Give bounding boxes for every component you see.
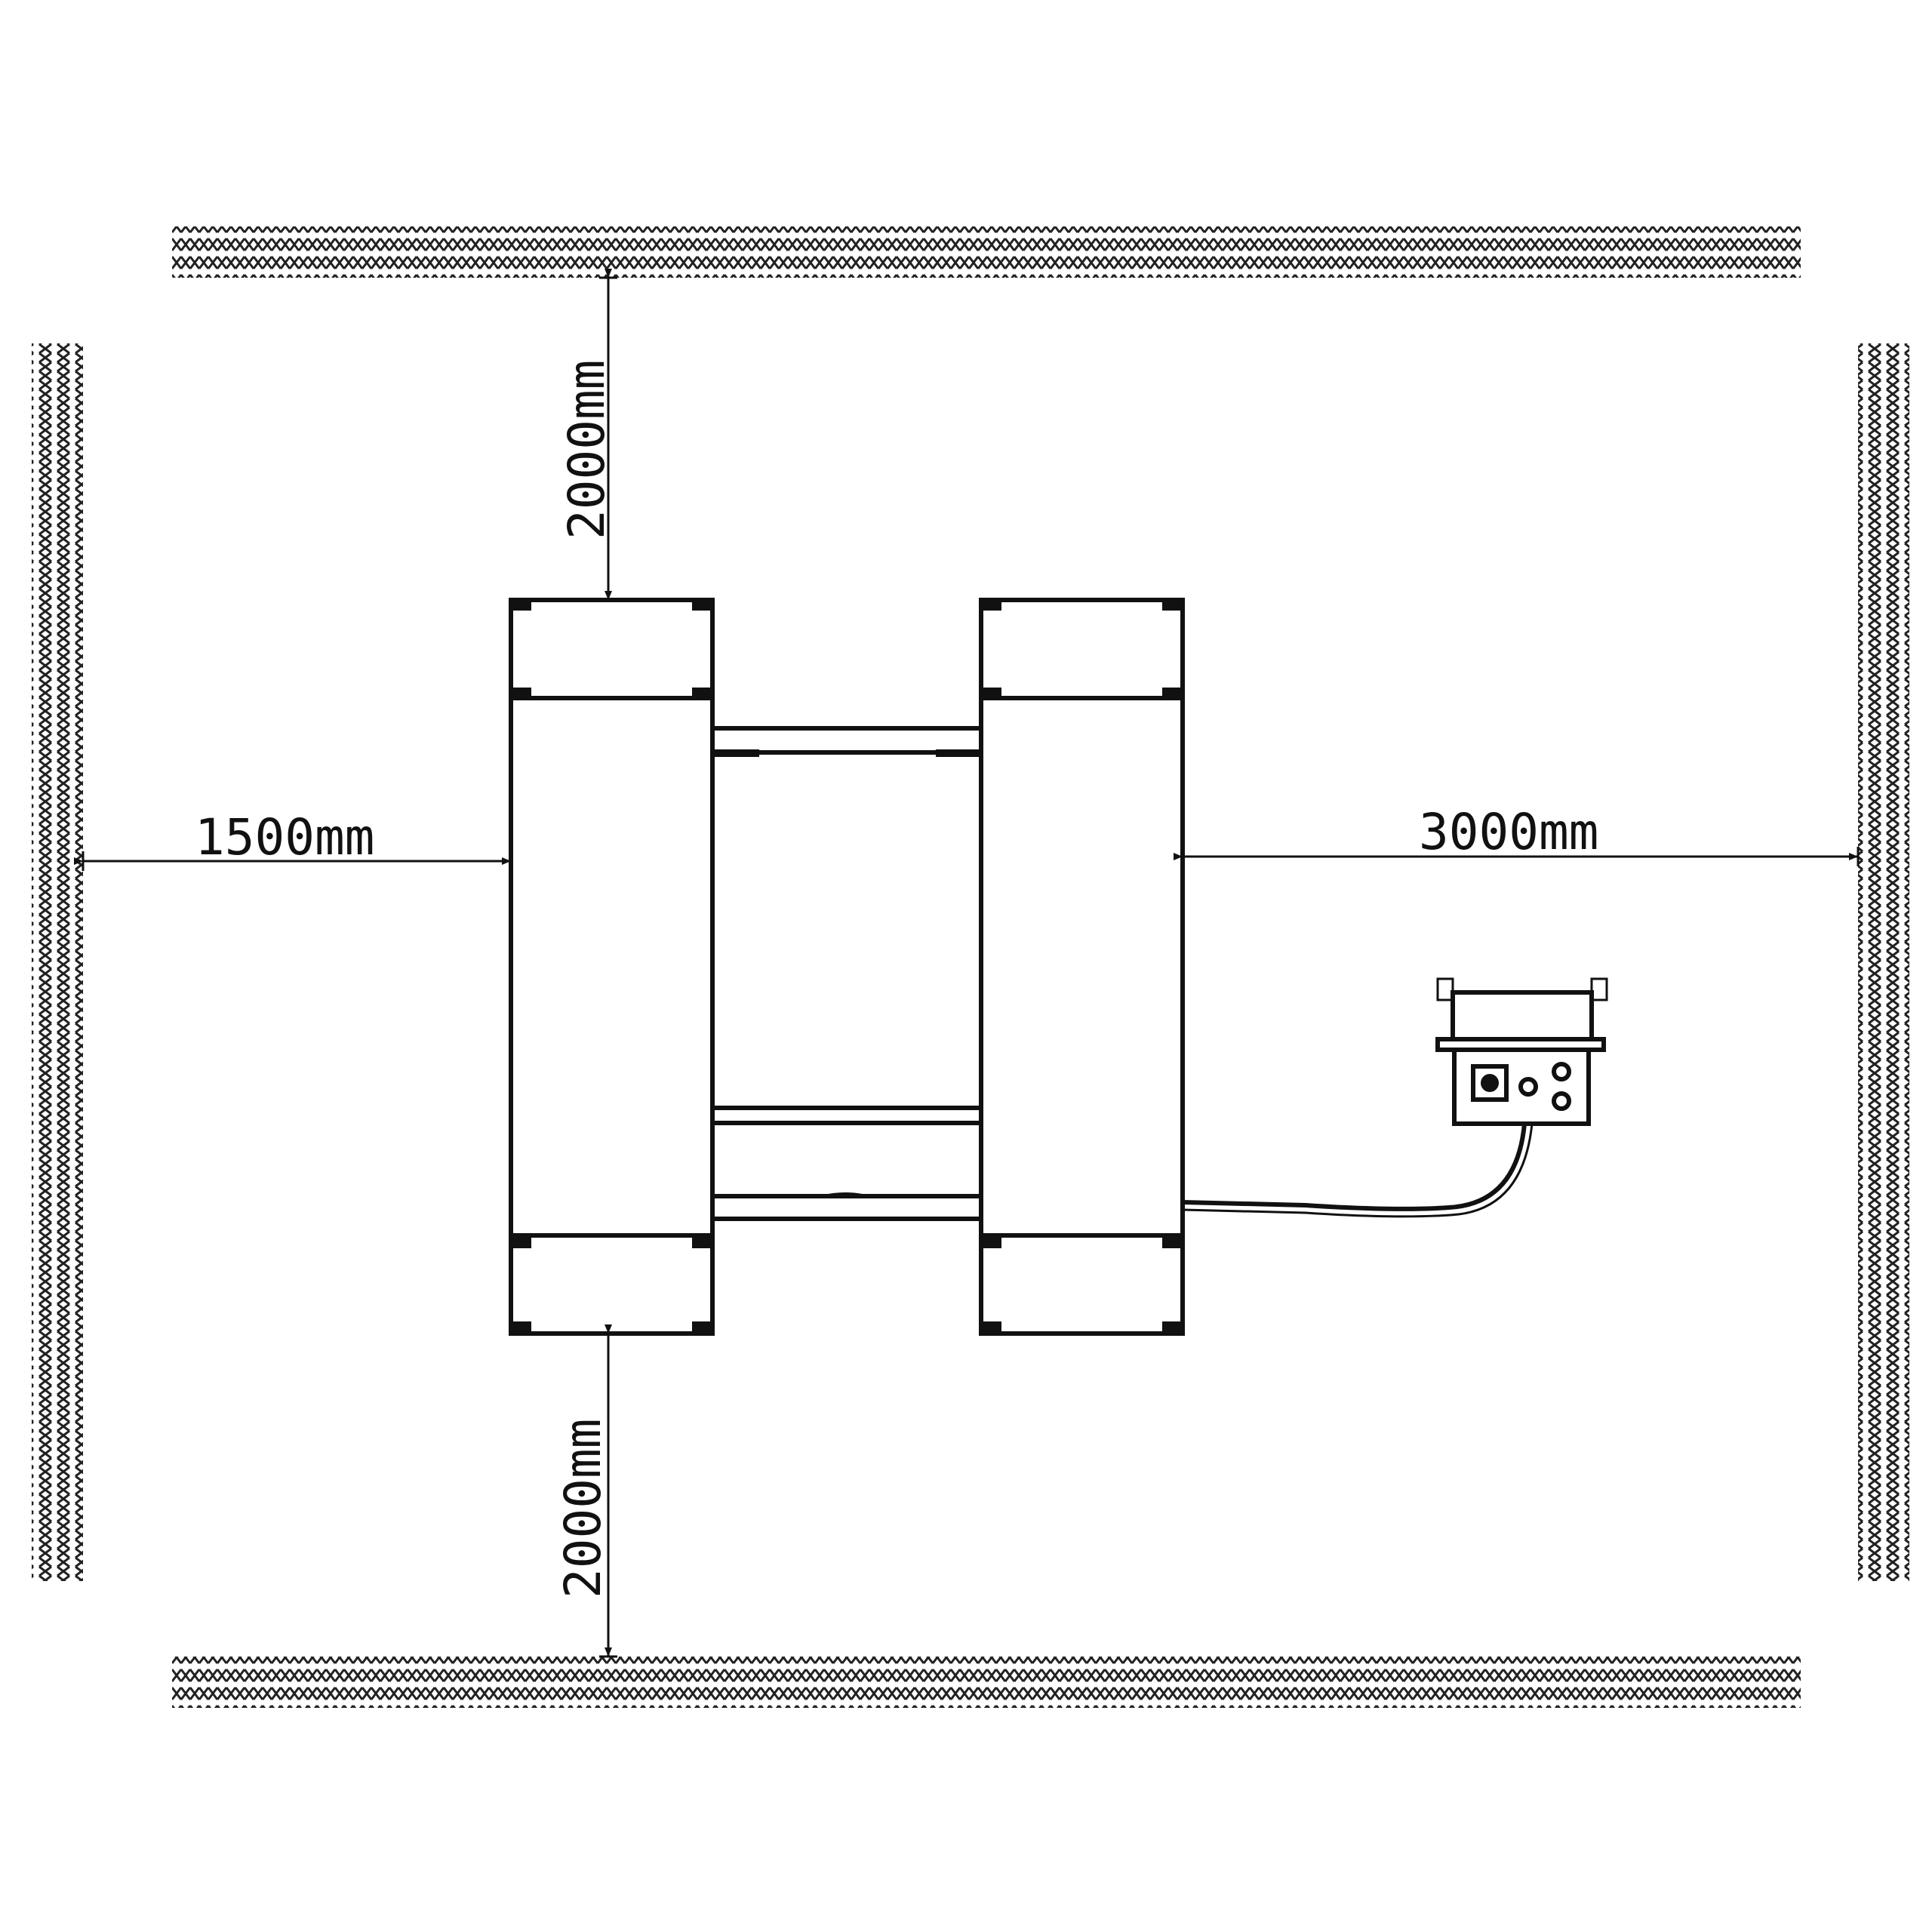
bottom-wall: [172, 1657, 1801, 1708]
top-wall: [172, 226, 1801, 278]
bottom-dimension: 2000mm: [554, 1324, 617, 1658]
cross-beams: [710, 726, 983, 1221]
left-dimension: 1500mm: [74, 808, 511, 871]
indicator-light-icon: [1518, 1077, 1538, 1097]
bottom-dimension-label: 2000mm: [554, 1419, 612, 1598]
hydraulic-hose: [1182, 1123, 1527, 1211]
right-dimension-label: 3000mm: [1419, 803, 1598, 861]
main-switch-icon: [1471, 1064, 1509, 1102]
top-dimension: 2000mm: [558, 269, 617, 600]
up-button-icon: [1552, 1062, 1571, 1081]
down-button-icon: [1552, 1091, 1571, 1111]
top-dimension-label: 2000mm: [558, 360, 616, 540]
left-platform: [509, 598, 715, 1336]
control-box: [1182, 977, 1608, 1218]
right-wall: [1858, 343, 1909, 1581]
right-dimension: 3000mm: [1174, 803, 1860, 866]
left-dimension-label: 1500mm: [195, 808, 374, 866]
right-platform: [979, 598, 1185, 1336]
left-wall: [32, 343, 83, 1581]
